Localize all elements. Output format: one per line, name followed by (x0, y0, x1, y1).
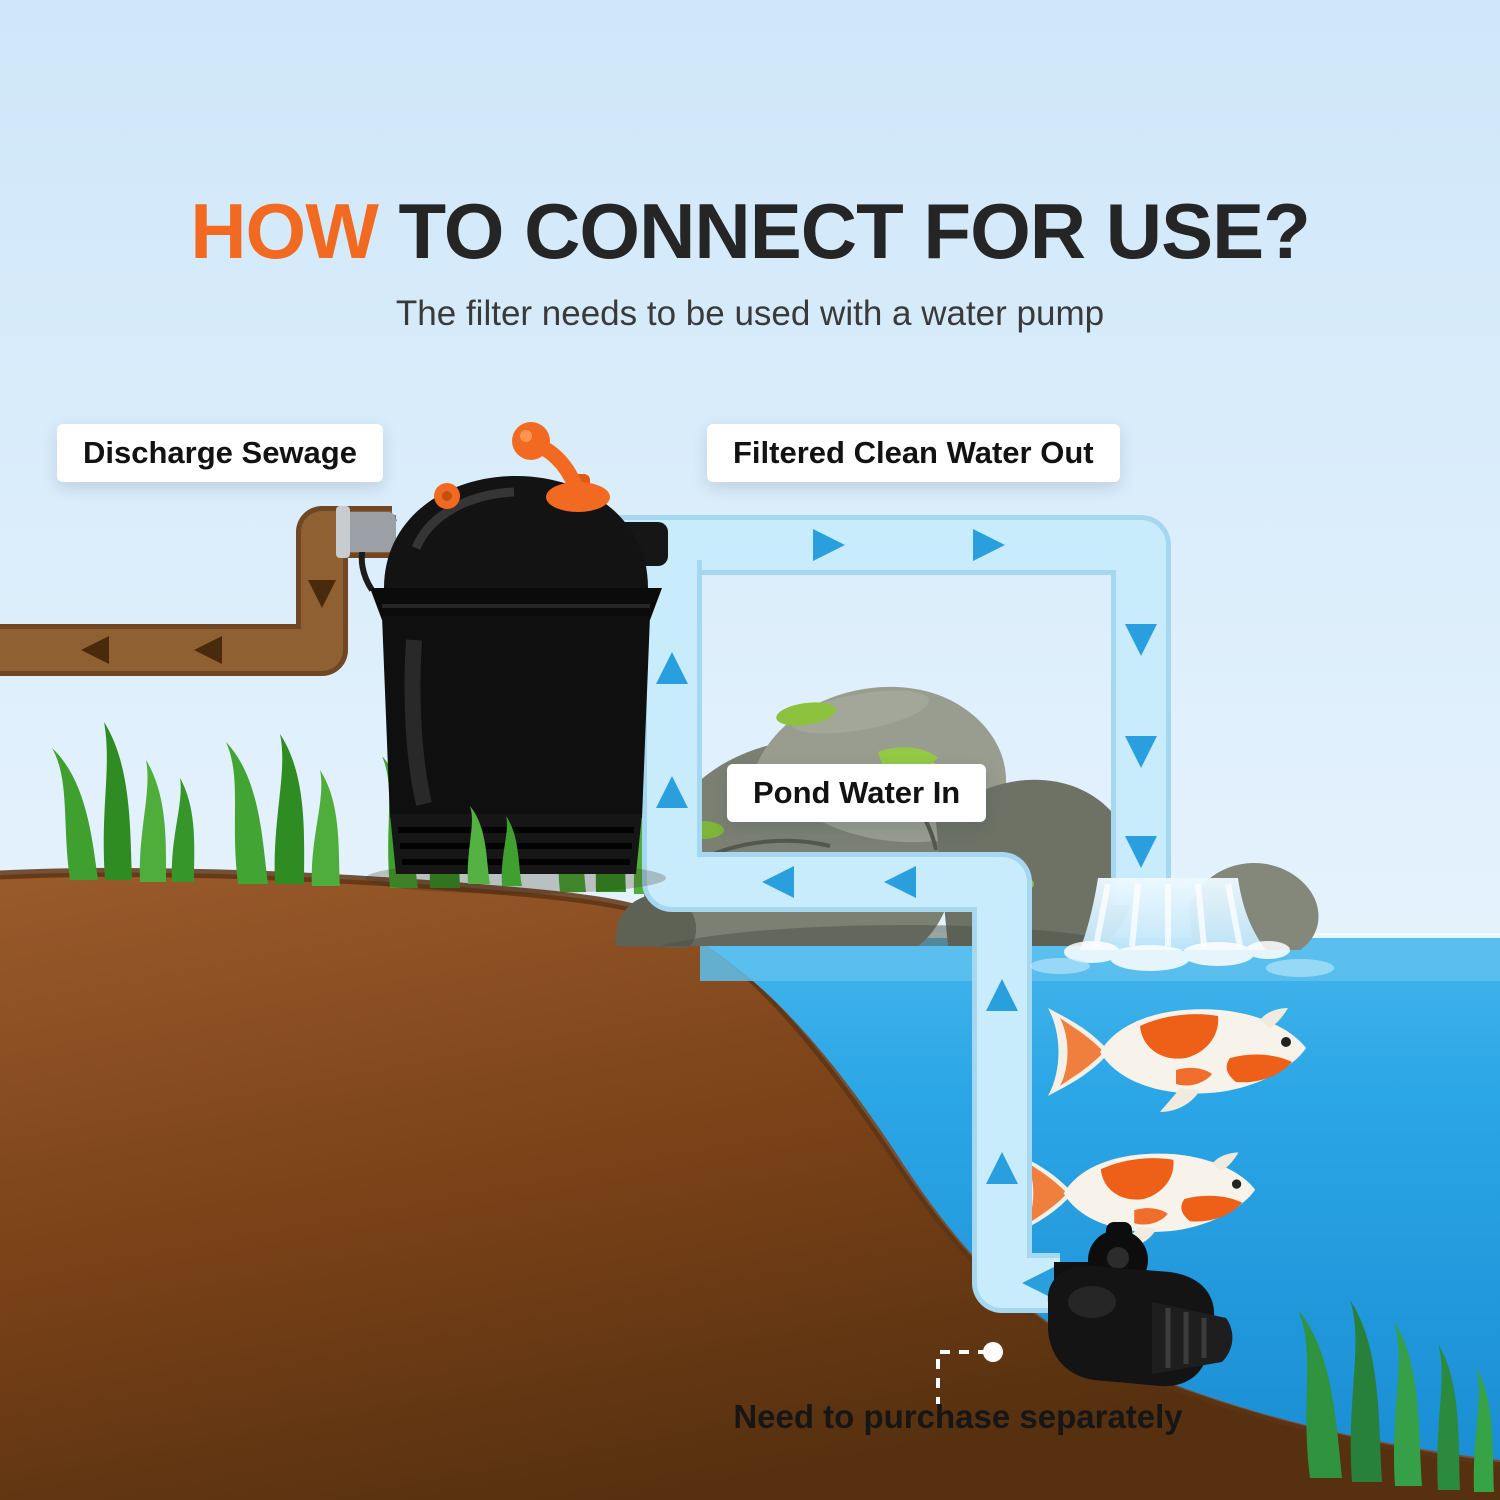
underwater-grass (1298, 1300, 1494, 1492)
pump-strainer (1152, 1302, 1233, 1374)
arrow-left-icon (1022, 1267, 1054, 1299)
inlet-fitting (344, 512, 396, 552)
arrow-up-icon (656, 776, 688, 808)
arrow-left-icon (762, 866, 794, 898)
arrow-up-icon (986, 1152, 1018, 1184)
arrow-down-icon (1125, 836, 1157, 868)
waterfall-foam (1064, 941, 1290, 971)
water-pump (1047, 1222, 1233, 1387)
label-pond-water-in: Pond Water In (727, 764, 987, 822)
label-discharge-sewage: Discharge Sewage (57, 424, 383, 482)
intake-flow-arrows (656, 652, 1054, 1299)
arrow-right-icon (813, 529, 845, 561)
arrow-up-icon (656, 652, 688, 684)
arrow-down-icon (1125, 736, 1157, 768)
filter-body (382, 616, 650, 818)
arrow-down-icon (1125, 624, 1157, 656)
page-title: HOW TO CONNECT FOR USE? (0, 186, 1500, 277)
soil-crest-line (0, 867, 1500, 1467)
subtitle: The filter needs to be used with a water… (395, 294, 1105, 333)
dashed-connector (936, 1342, 1003, 1404)
waterfall (1030, 878, 1334, 977)
label-filtered-clean-water-out: Filtered Clean Water Out (707, 424, 1120, 482)
connector-dot-icon (983, 1342, 1003, 1362)
soil-bank (0, 867, 1500, 1500)
intake-pipe (642, 560, 1060, 1313)
clean-flow-arrows (813, 529, 1157, 868)
crank-knob (512, 422, 550, 460)
purchase-note: Need to purchase separately (733, 1398, 1183, 1435)
title-highlight: HOW (190, 187, 379, 275)
arrow-left-icon (884, 866, 916, 898)
grass-front (467, 806, 522, 886)
arrow-right-icon (973, 529, 1005, 561)
arrow-up-icon (986, 979, 1018, 1011)
title-rest: TO CONNECT FOR USE? (377, 187, 1311, 275)
pressure-filter (336, 422, 668, 894)
cleaning-cap (546, 482, 610, 512)
clean-water-pipe (612, 515, 1171, 905)
arrow-left-icon (81, 636, 109, 664)
arrow-down-icon (308, 580, 336, 608)
arrow-left-icon (194, 636, 222, 664)
